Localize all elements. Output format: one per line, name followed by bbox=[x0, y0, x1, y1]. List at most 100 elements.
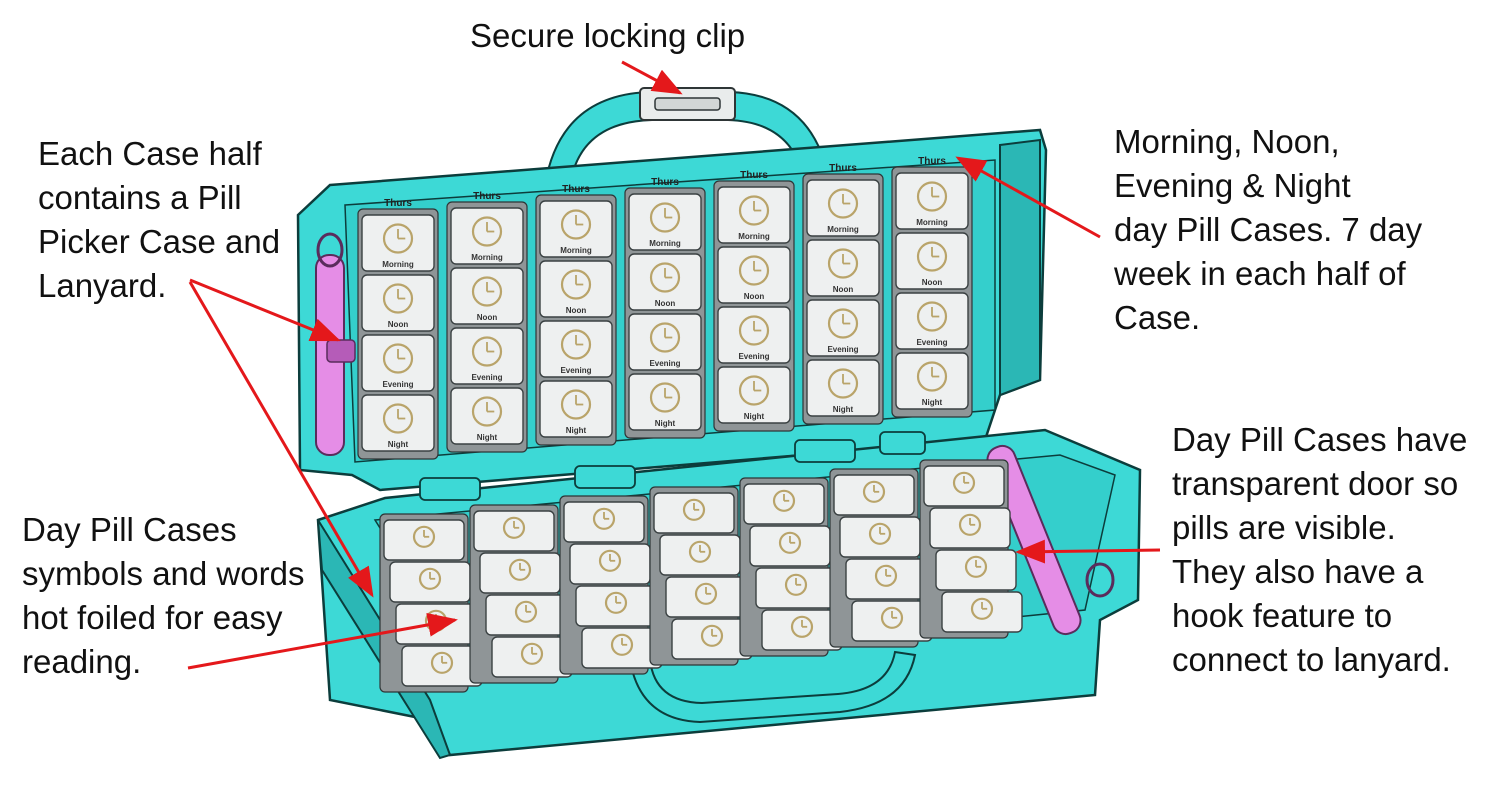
pill-compartment: Night bbox=[450, 387, 524, 445]
pill-compartment: Evening bbox=[717, 306, 791, 364]
slot-label: Night bbox=[477, 433, 498, 442]
callout-line: connect to lanyard. bbox=[1172, 641, 1451, 678]
callout-line: Secure locking clip bbox=[470, 17, 746, 54]
clock-symbol bbox=[382, 283, 414, 314]
clock-symbol bbox=[880, 606, 904, 629]
pill-compartment bbox=[923, 465, 1005, 507]
clock-symbol bbox=[688, 540, 712, 563]
pill-compartment: Evening bbox=[895, 292, 969, 350]
clock-symbol bbox=[738, 255, 770, 286]
clock-symbol bbox=[649, 322, 681, 353]
clock-symbol bbox=[471, 396, 503, 427]
clock-symbol bbox=[382, 343, 414, 374]
day-label: Thurs bbox=[473, 191, 501, 202]
pill-compartment bbox=[935, 549, 1017, 591]
clock-symbol bbox=[412, 525, 436, 548]
day-label: Thurs bbox=[384, 198, 412, 209]
pill-case-column bbox=[469, 504, 573, 684]
clock-symbol bbox=[560, 269, 592, 300]
clock-symbol bbox=[778, 531, 802, 554]
slot-label: Morning bbox=[382, 260, 414, 269]
pill-case-column bbox=[379, 513, 483, 693]
clock-symbol bbox=[772, 489, 796, 512]
callout-line: hot foiled for easy bbox=[22, 599, 283, 636]
pill-compartment: Noon bbox=[361, 274, 435, 332]
pill-compartment bbox=[563, 501, 645, 543]
slot-label: Noon bbox=[388, 320, 409, 329]
pill-compartment: Noon bbox=[717, 246, 791, 304]
slot-label: Noon bbox=[477, 313, 498, 322]
slot-label: Noon bbox=[744, 292, 765, 301]
clock-symbol bbox=[916, 181, 948, 212]
pill-compartment: Morning bbox=[895, 172, 969, 230]
slot-label: Noon bbox=[566, 306, 587, 315]
clock-symbol bbox=[964, 555, 988, 578]
pill-compartment: Noon bbox=[806, 239, 880, 297]
clock-symbol bbox=[827, 248, 859, 279]
clock-symbol bbox=[700, 624, 724, 647]
pill-compartment: Evening bbox=[628, 313, 702, 371]
slot-label: Morning bbox=[649, 239, 681, 248]
pill-compartment: Night bbox=[806, 359, 880, 417]
pill-compartment: Evening bbox=[539, 320, 613, 378]
slot-label: Evening bbox=[382, 380, 413, 389]
clock-symbol bbox=[862, 480, 886, 503]
clock-symbol bbox=[790, 615, 814, 638]
pill-compartment: Morning bbox=[361, 214, 435, 272]
clock-symbol bbox=[520, 642, 544, 665]
callout-line: Day Pill Cases bbox=[22, 511, 237, 548]
pill-compartment: Noon bbox=[539, 260, 613, 318]
pill-compartment bbox=[743, 483, 825, 525]
pill-compartment bbox=[389, 561, 471, 603]
clock-symbol bbox=[430, 651, 454, 674]
lanyard-left bbox=[315, 232, 356, 456]
pill-compartment: Night bbox=[539, 380, 613, 438]
case-hinges bbox=[419, 431, 926, 501]
clock-symbol bbox=[694, 582, 718, 605]
pill-compartment: Morning bbox=[539, 200, 613, 258]
clock-symbol bbox=[471, 276, 503, 307]
callout-line: Day Pill Cases have bbox=[1172, 421, 1468, 458]
callout-locking-clip: Secure locking clip bbox=[470, 14, 745, 58]
clock-symbol bbox=[649, 202, 681, 233]
pill-case-column bbox=[829, 468, 933, 648]
slot-label: Noon bbox=[833, 285, 854, 294]
pill-compartment: Noon bbox=[895, 232, 969, 290]
pill-compartment bbox=[833, 474, 915, 516]
slot-label: Evening bbox=[827, 345, 858, 354]
callout-line: Lanyard. bbox=[38, 267, 167, 304]
day-label: Thurs bbox=[918, 156, 946, 167]
pill-compartment: Night bbox=[717, 366, 791, 424]
clock-symbol bbox=[502, 516, 526, 539]
callout-line: transparent door so bbox=[1172, 465, 1459, 502]
pill-compartment bbox=[473, 510, 555, 552]
callout-line: hook feature to bbox=[1172, 597, 1393, 634]
slot-label: Morning bbox=[916, 218, 948, 227]
pill-compartment bbox=[491, 636, 573, 678]
day-label: Thurs bbox=[651, 177, 679, 188]
arrow-morning-cases bbox=[955, 156, 1101, 239]
pill-compartment bbox=[569, 543, 651, 585]
clock-symbol bbox=[827, 308, 859, 339]
clock-symbol bbox=[738, 315, 770, 346]
clock-symbol bbox=[560, 209, 592, 240]
callout-line: Case. bbox=[1114, 299, 1201, 336]
pill-compartment bbox=[845, 558, 927, 600]
callout-line: Each Case half bbox=[38, 135, 262, 172]
clock-symbol bbox=[827, 188, 859, 219]
clock-symbol bbox=[514, 600, 538, 623]
slot-label: Night bbox=[655, 419, 676, 428]
callout-line: day Pill Cases. 7 day bbox=[1114, 211, 1423, 248]
clock-symbol bbox=[598, 549, 622, 572]
callout-line: Evening & Night bbox=[1114, 167, 1351, 204]
slot-label: Noon bbox=[922, 278, 943, 287]
slot-label: Noon bbox=[655, 299, 676, 308]
clock-symbol bbox=[868, 522, 892, 545]
